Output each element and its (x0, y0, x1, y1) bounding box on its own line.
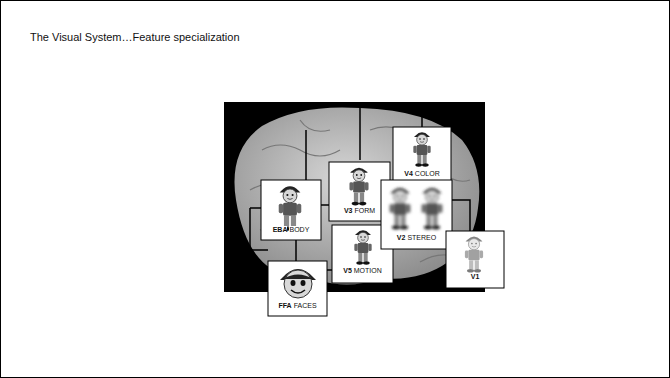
area-label: V1 (446, 265, 504, 283)
area-code: EBA (273, 226, 288, 233)
area-code: V5 (343, 267, 352, 274)
feature-area-box: V5MOTION (332, 225, 393, 283)
area-feature: MOTION (354, 267, 382, 274)
area-code: V1 (471, 273, 480, 280)
area-feature: FACES (294, 302, 317, 309)
feature-area-box: FFAFACES (268, 261, 327, 316)
area-feature: FORM (354, 207, 375, 214)
feature-area-box: EBABODY (261, 180, 321, 240)
feature-area-box: V1 (446, 231, 504, 288)
area-label: V2STEREO (381, 226, 452, 244)
area-label: V5MOTION (332, 259, 393, 277)
area-feature: COLOR (415, 170, 440, 177)
area-label: EBABODY (261, 218, 321, 236)
feature-area-box: V3FORM (329, 162, 390, 221)
feature-area-box: V4COLOR (393, 127, 451, 183)
area-feature: BODY (289, 226, 309, 233)
slide-title: The Visual System…Feature specialization (30, 31, 240, 43)
area-code: V2 (397, 234, 406, 241)
area-label: V4COLOR (393, 162, 451, 180)
feature-area-box: V2STEREO (381, 180, 452, 249)
area-code: V3 (344, 207, 353, 214)
area-label: FFAFACES (268, 294, 327, 312)
area-feature: STEREO (407, 234, 436, 241)
area-code: FFA (278, 302, 291, 309)
area-label: V3FORM (329, 199, 390, 217)
area-code: V4 (404, 170, 413, 177)
